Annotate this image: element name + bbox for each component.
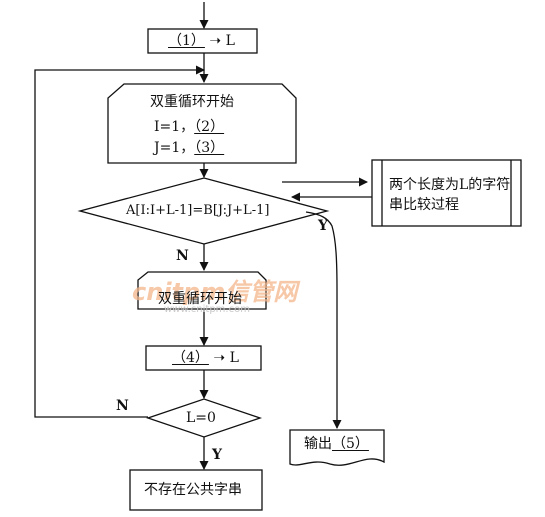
- decision-L0-text: L=0: [186, 410, 216, 426]
- decision-compare-yes: Y: [318, 218, 328, 234]
- end-box-text: 不存在公共字串: [144, 482, 242, 498]
- loop1-line-i: I=1，（2）: [154, 119, 224, 135]
- yes-branch-line: [305, 211, 342, 429]
- loop1-title: 双重循环开始: [150, 94, 234, 110]
- output-document-shape: [289, 429, 385, 466]
- watermark-url: www.cnitpm.com: [164, 304, 250, 315]
- output-label: 输出: [304, 436, 332, 452]
- decision-L0-no: N: [116, 398, 129, 414]
- subprocess-box: [371, 159, 522, 227]
- loop1-j-prefix: J=1，: [154, 140, 195, 156]
- decision-compare-text: A[I:I+L-1]=B[J:J+L-1]: [126, 203, 270, 218]
- assign-L-text-1: （1） ➝ L: [168, 33, 235, 49]
- target-L-2: L: [229, 350, 239, 366]
- blank-1: （1）: [168, 33, 205, 49]
- assign-arrow-1: ➝: [204, 33, 226, 49]
- assign-arrow-2: ➝: [208, 350, 230, 366]
- loop1-i-prefix: I=1，: [154, 119, 195, 135]
- loop1-line-j: J=1，（3）: [154, 140, 224, 156]
- blank-2: （2）: [194, 119, 225, 135]
- loop-start-shape-1: [107, 83, 297, 164]
- blank-4: （4）: [172, 350, 209, 366]
- assign-L-box-1: [147, 28, 258, 54]
- loop2-title: 双重循环开始: [158, 291, 242, 307]
- end-box: [129, 469, 263, 511]
- blank-3: （3）: [194, 140, 225, 156]
- decision-compare-diamond: [77, 177, 330, 245]
- loop-back-line: [34, 65, 205, 418]
- blank-5: （5）: [332, 436, 369, 452]
- decision-compare-no: N: [176, 248, 189, 264]
- output-text: 输出（5）: [304, 436, 369, 452]
- decision-L0-diamond: [145, 398, 263, 438]
- subprocess-line-2: 串比较过程: [389, 197, 459, 213]
- target-L-1: L: [225, 33, 235, 49]
- loop-start-shape-2: [137, 271, 267, 310]
- watermark-brand: cnitpm信管网: [132, 278, 298, 306]
- assign-L-text-2: （4） ➝ L: [172, 350, 239, 366]
- subprocess-line-1: 两个长度为L的字符: [389, 177, 511, 193]
- decision-L0-yes: Y: [212, 447, 222, 463]
